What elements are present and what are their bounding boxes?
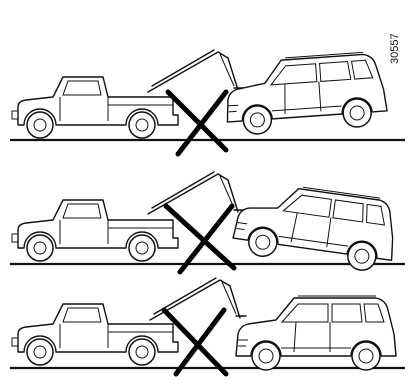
scene-3-towing-level bbox=[10, 278, 405, 374]
towed-suv bbox=[236, 296, 396, 370]
scene-2-towing-front-lift bbox=[10, 172, 405, 274]
towed-suv bbox=[223, 51, 388, 136]
tow-truck bbox=[12, 200, 178, 261]
tow-boom bbox=[148, 50, 244, 92]
tow-truck bbox=[12, 304, 178, 365]
scene-1-towing-rear-lift bbox=[10, 50, 405, 154]
towed-suv bbox=[231, 179, 400, 275]
figure-reference-code: 30557 bbox=[384, 4, 406, 64]
